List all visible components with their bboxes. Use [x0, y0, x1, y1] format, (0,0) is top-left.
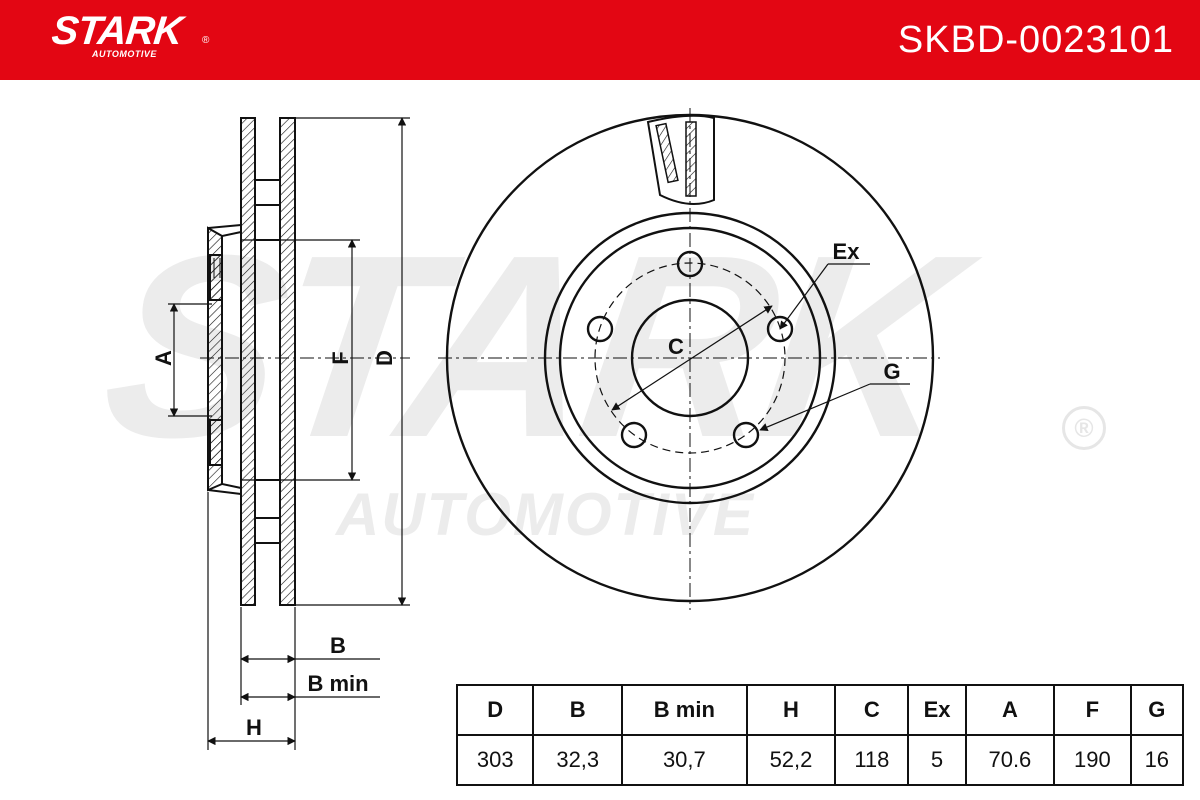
dimension-b-bmin-h: [207, 492, 380, 750]
dimension-d: [295, 117, 410, 606]
spec-table: D B B min H C Ex A F G 303 32,3 30,7 52,…: [455, 684, 1185, 786]
spec-value: 16: [1129, 734, 1185, 786]
spec-value: 118: [834, 734, 910, 786]
header-bar: STARK ® AUTOMOTIVE SKBD-0023101: [0, 0, 1200, 80]
spec-header-row: D B B min H C Ex A F G: [455, 684, 1185, 736]
label-a: A: [151, 350, 176, 366]
logo-subtitle: AUTOMOTIVE: [92, 49, 157, 59]
spec-value-row: 303 32,3 30,7 52,2 118 5 70.6 190 16: [455, 734, 1185, 786]
spec-value: 190: [1053, 734, 1132, 786]
label-f: F: [328, 351, 353, 364]
spec-value: 30,7: [621, 734, 748, 786]
label-d: D: [372, 350, 397, 366]
stark-logo: STARK ® AUTOMOTIVE: [50, 9, 210, 59]
spec-header: B min: [621, 684, 748, 736]
dimension-c: [611, 305, 773, 411]
dimension-g: [759, 383, 910, 431]
dimension-f: [241, 239, 360, 481]
spec-header: A: [964, 684, 1056, 736]
spec-value: 52,2: [745, 734, 837, 786]
label-b: B: [330, 633, 346, 658]
logo-registered-mark: ®: [202, 35, 210, 46]
spec-header: D: [455, 684, 535, 736]
label-ex: Ex: [833, 239, 861, 264]
spec-header: Ex: [907, 684, 967, 736]
label-c: C: [668, 334, 684, 359]
spec-header: H: [745, 684, 837, 736]
spec-value: 32,3: [532, 734, 624, 786]
dimension-a: [168, 303, 212, 417]
spec-value: 70.6: [964, 734, 1056, 786]
part-number: SKBD-0023101: [897, 19, 1174, 61]
label-g: G: [883, 359, 900, 384]
spec-value: 303: [455, 734, 535, 786]
spec-header: C: [834, 684, 910, 736]
spec-header: F: [1053, 684, 1132, 736]
side-section-view: [207, 117, 296, 606]
label-b-min: B min: [307, 671, 368, 696]
label-h: H: [246, 715, 262, 740]
spec-value: 5: [907, 734, 967, 786]
bolt-hole: [620, 421, 648, 449]
dimension-ex: [779, 263, 870, 330]
bolt-hole: [732, 421, 760, 449]
spec-header: G: [1129, 684, 1185, 736]
spec-header: B: [532, 684, 624, 736]
